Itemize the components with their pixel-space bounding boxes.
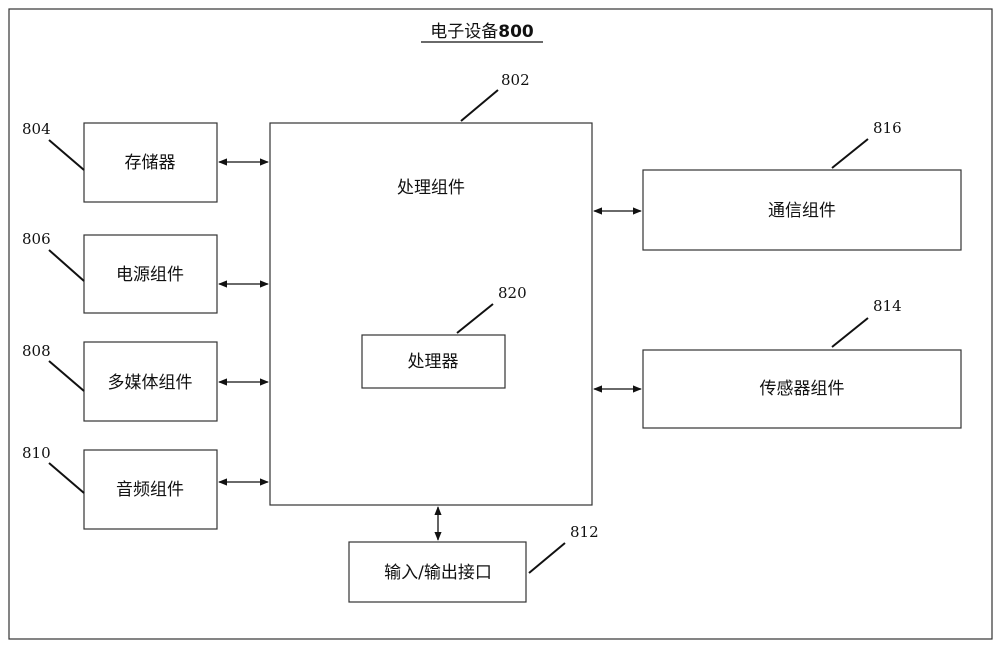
- power-ref: 806: [22, 230, 51, 248]
- memory-ref-leader: [48, 139, 85, 171]
- audio-box: [83, 449, 218, 530]
- audio-ref-leader: [48, 462, 85, 494]
- processor-ref-leader: [456, 303, 494, 334]
- communication-ref: 816: [873, 119, 902, 137]
- device-frame: [8, 8, 993, 640]
- io-interface-box: [348, 541, 527, 603]
- power-label: 电源组件: [116, 265, 184, 285]
- sensor-label: 传感器组件: [760, 379, 845, 399]
- communication-label: 通信组件: [768, 201, 836, 221]
- multimedia-ref-leader: [48, 360, 85, 392]
- multimedia-ref: 808: [22, 342, 51, 360]
- processor-box: [361, 334, 506, 389]
- memory-box: [83, 122, 218, 203]
- audio-label: 音频组件: [116, 480, 184, 500]
- processing-component-label: 处理组件: [397, 178, 465, 198]
- power-box: [83, 234, 218, 314]
- power-ref-leader: [48, 249, 85, 282]
- processing-ref-leader: [460, 89, 499, 122]
- diagram-title: 电子设备800: [430, 22, 534, 42]
- sensor-ref-leader: [831, 317, 869, 348]
- processing-component-box: [269, 122, 593, 506]
- multimedia-label: 多媒体组件: [108, 373, 193, 393]
- io-interface-label: 输入/输出接口: [384, 563, 492, 583]
- multimedia-box: [83, 341, 218, 422]
- io-ref: 812: [570, 523, 599, 541]
- sensor-box: [642, 349, 962, 429]
- processor-ref: 820: [498, 284, 527, 302]
- memory-label: 存储器: [125, 153, 176, 173]
- processing-ref: 802: [501, 71, 530, 89]
- memory-ref: 804: [22, 120, 51, 138]
- io-ref-leader: [528, 542, 566, 574]
- communication-box: [642, 169, 962, 251]
- communication-ref-leader: [831, 138, 869, 169]
- sensor-ref: 814: [873, 297, 902, 315]
- processor-label: 处理器: [408, 352, 459, 372]
- audio-ref: 810: [22, 444, 51, 462]
